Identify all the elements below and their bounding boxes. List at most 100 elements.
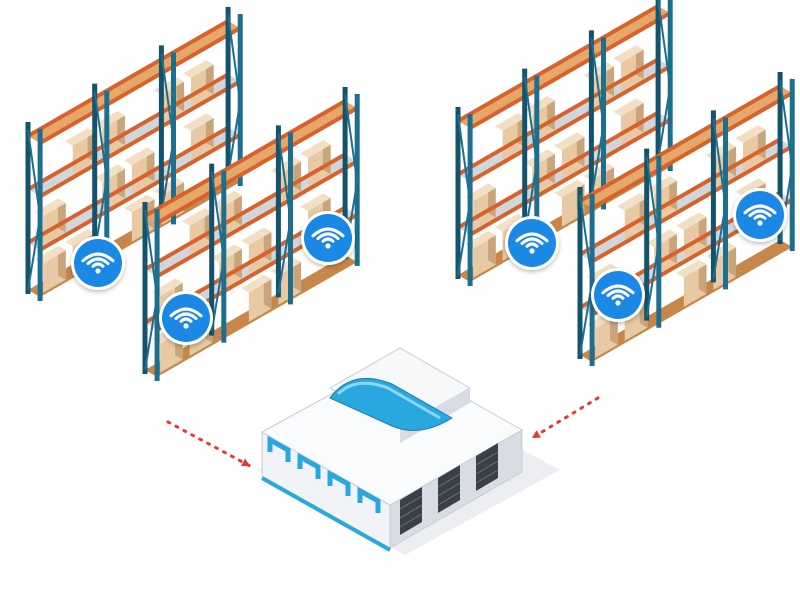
box-top <box>94 111 125 129</box>
signal-arc <box>525 242 539 248</box>
signal-arc <box>321 237 335 243</box>
storage-box <box>35 245 66 293</box>
wifi-signal-icon <box>505 216 559 270</box>
box-side <box>488 230 496 265</box>
storage-box <box>241 227 272 275</box>
data-flow-arrows <box>166 396 600 468</box>
rack-beam <box>38 79 243 199</box>
rack-beam <box>155 159 360 279</box>
window-grille <box>475 469 499 484</box>
box-side <box>263 274 272 309</box>
skylight-highlight <box>336 381 441 420</box>
rack-cluster-left <box>25 7 360 382</box>
rack-beam <box>468 117 673 237</box>
box-top <box>613 98 644 117</box>
signal-arc <box>611 294 625 300</box>
box-side <box>293 257 302 292</box>
rack-beam <box>456 57 661 177</box>
rack-bracing <box>657 0 672 161</box>
box-top <box>465 230 496 249</box>
window-grille <box>399 513 423 528</box>
box-top <box>124 194 155 213</box>
box-top <box>183 60 214 78</box>
arrow-right-to-facility <box>530 396 600 440</box>
signal-arc <box>169 307 203 318</box>
signal-arc <box>316 232 340 240</box>
box-top <box>646 176 677 194</box>
loading-dock-door <box>297 452 321 479</box>
warehouse-building-icon <box>258 347 560 555</box>
box-top <box>35 198 66 217</box>
box-top <box>554 132 585 151</box>
sensor-badges <box>71 188 787 345</box>
window-grille <box>437 473 461 488</box>
signal-arc <box>520 237 544 245</box>
rack-beam <box>456 110 661 230</box>
box-top <box>241 227 272 246</box>
box-top <box>465 183 496 202</box>
arrow-dots <box>166 420 252 468</box>
signal-dot <box>757 220 763 226</box>
signal-arc <box>748 209 772 217</box>
signal-arc <box>601 284 635 295</box>
rack-bracing <box>277 133 292 294</box>
rack-beam <box>26 72 231 192</box>
box-top <box>676 259 707 278</box>
box-top <box>735 125 766 143</box>
window-grille <box>399 495 423 510</box>
box-top <box>587 263 618 282</box>
arrow-dots <box>530 396 600 440</box>
box-top <box>300 140 331 158</box>
rack-beam <box>468 64 673 184</box>
rack-beam <box>578 137 783 257</box>
pallet-rack <box>25 7 243 302</box>
storage-box <box>617 193 648 241</box>
signal-arc <box>515 232 549 243</box>
loading-dock-door <box>327 469 351 496</box>
window-grille <box>475 460 499 475</box>
rack-bracing <box>27 129 42 291</box>
window-grille <box>475 451 499 466</box>
storage-box <box>183 60 214 108</box>
rack-beam <box>468 11 673 131</box>
box-top <box>211 244 242 263</box>
rack-beam <box>456 4 661 123</box>
rack-shelf-deck <box>28 21 241 144</box>
box-top <box>183 113 214 132</box>
window-grille <box>399 504 423 519</box>
box-top <box>495 213 526 232</box>
rack-shelf-deck <box>145 101 358 224</box>
signal-arc <box>606 289 630 297</box>
signal-arc <box>174 312 198 320</box>
rack-beam <box>155 106 360 226</box>
signal-arc <box>311 227 345 238</box>
box-side <box>698 259 707 294</box>
rack-bracing <box>93 91 108 252</box>
skylight-dome <box>329 377 453 431</box>
signal-arc <box>753 214 767 220</box>
rack-bracing <box>457 114 472 276</box>
box-top <box>646 229 677 248</box>
signal-arc <box>179 317 193 323</box>
rack-shelf-deck <box>458 6 671 129</box>
loading-dock-door <box>357 486 381 513</box>
rack-beam <box>590 91 795 211</box>
wifi-signal-icon <box>591 268 645 322</box>
box-top <box>152 278 183 297</box>
wifi-signal-icon <box>733 188 787 242</box>
pallet-rack <box>455 0 673 287</box>
box-side <box>58 245 66 280</box>
rack-bracing <box>590 38 605 199</box>
signal-arc <box>86 257 110 265</box>
box-top <box>495 113 526 131</box>
box-top <box>94 164 125 183</box>
box-top <box>124 147 155 166</box>
wifi-signal-icon <box>301 211 355 265</box>
box-top <box>241 274 272 293</box>
rack-beam <box>143 152 348 272</box>
window-grille <box>437 491 461 506</box>
box-top <box>676 212 707 231</box>
signal-dot <box>325 243 331 249</box>
loading-dock-door <box>267 435 291 462</box>
